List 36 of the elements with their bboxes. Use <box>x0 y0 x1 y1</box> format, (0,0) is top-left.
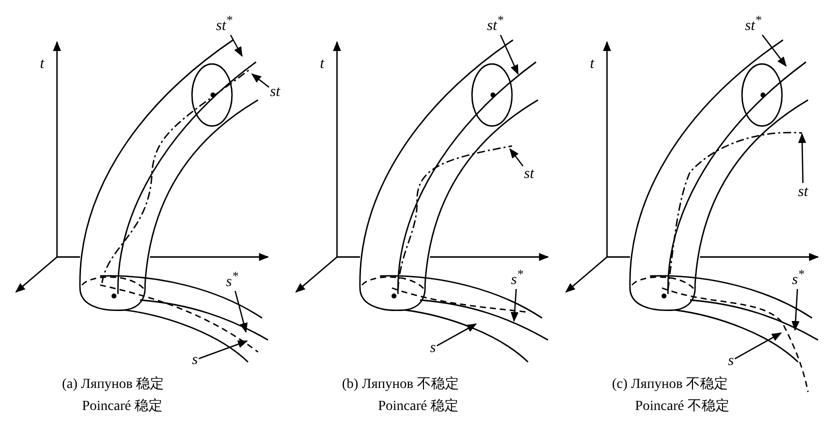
leader-line <box>198 340 248 360</box>
leader-line <box>500 34 519 75</box>
leader-label: st$^{*}$ <box>745 12 762 34</box>
leader-line <box>230 34 243 57</box>
axis-label: t <box>320 56 324 72</box>
panel-caption: (a) Ляпунов 稳定 <box>62 377 164 393</box>
leader-line <box>234 290 248 333</box>
leader-line <box>436 323 477 346</box>
leader-line <box>734 332 782 360</box>
leader-label: s$^{*}$ <box>792 266 804 288</box>
leader-label: s$^{*}$ <box>511 266 524 288</box>
leader-line <box>509 148 524 166</box>
leader-line <box>798 133 806 184</box>
leader-line <box>762 34 787 67</box>
leader-label: s$^{*}$ <box>226 268 238 290</box>
tube-drawing <box>15 39 269 363</box>
axis-label: t <box>40 56 44 72</box>
leader-label: s <box>728 353 734 369</box>
leader-label: st <box>798 184 808 200</box>
panel-caption: (c) Ляпунов 不稳定 <box>612 377 728 393</box>
leader-label: s <box>430 340 436 356</box>
tube-drawing <box>295 39 549 363</box>
axis-label: t <box>590 56 594 72</box>
leader-line <box>510 288 519 322</box>
panel-caption: Poincaré 稳定 <box>82 399 162 415</box>
leader-label: s <box>192 352 198 368</box>
panel-caption: Poincaré 稳定 <box>378 399 458 415</box>
leader-label: st <box>524 166 534 182</box>
leader-line <box>251 73 270 88</box>
leader-label: st <box>270 84 280 100</box>
panel-caption: Poincaré 不稳定 <box>635 399 730 415</box>
tube-drawing <box>565 39 819 392</box>
panel-caption: (b) Ляпунов 不稳定 <box>342 377 459 393</box>
leader-label: st$^{*}$ <box>216 12 232 34</box>
leader-label: st$^{*}$ <box>487 12 504 34</box>
leader-line <box>792 288 800 331</box>
